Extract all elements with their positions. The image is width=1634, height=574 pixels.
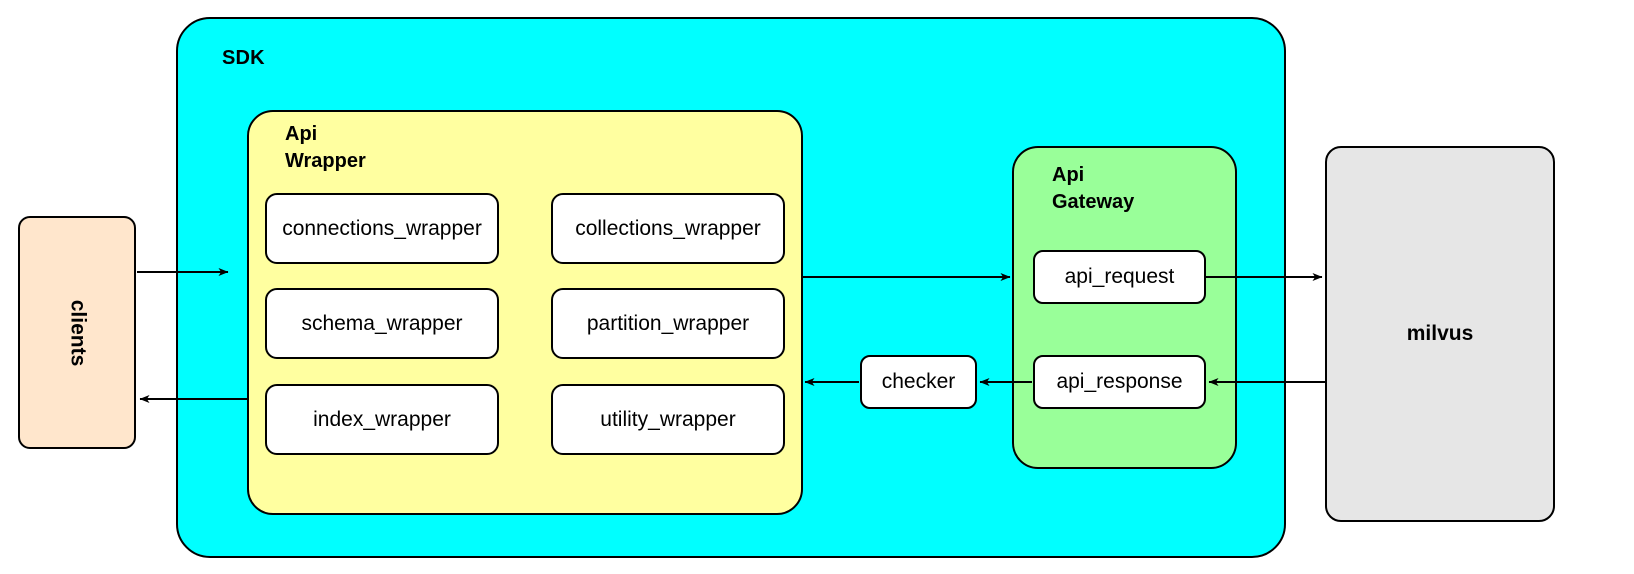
module-label: index_wrapper [313, 407, 451, 431]
module-connections-wrapper[interactable]: connections_wrapper [265, 193, 499, 264]
node-milvus[interactable]: milvus [1325, 146, 1555, 522]
module-label: connections_wrapper [282, 216, 482, 240]
api-wrapper-title: Api Wrapper [285, 121, 366, 174]
sdk-title: SDK [222, 47, 265, 69]
api-gateway-title-line2: Gateway [1052, 190, 1135, 213]
module-utility-wrapper[interactable]: utility_wrapper [551, 384, 785, 455]
module-api-response[interactable]: api_response [1033, 355, 1206, 409]
api-gateway-title: Api Gateway [1052, 162, 1134, 215]
module-schema-wrapper[interactable]: schema_wrapper [265, 288, 499, 359]
api-gateway-title-line1: Api [1052, 164, 1085, 186]
module-label: collections_wrapper [575, 216, 761, 240]
module-label: api_request [1064, 265, 1175, 288]
module-collections-wrapper[interactable]: collections_wrapper [551, 193, 785, 264]
module-checker[interactable]: checker [860, 355, 977, 409]
module-label: partition_wrapper [586, 311, 750, 335]
module-label: checker [881, 370, 956, 393]
module-label: utility_wrapper [600, 407, 736, 431]
module-label: schema_wrapper [301, 311, 463, 335]
node-clients[interactable]: clients [18, 216, 136, 449]
api-wrapper-title-line2: Wrapper [285, 149, 366, 172]
milvus-label: milvus [1406, 322, 1474, 345]
module-label: api_response [1056, 370, 1183, 393]
module-api-request[interactable]: api_request [1033, 250, 1206, 304]
module-index-wrapper[interactable]: index_wrapper [265, 384, 499, 455]
module-partition-wrapper[interactable]: partition_wrapper [551, 288, 785, 359]
api-wrapper-title-line1: Api [285, 123, 318, 145]
api-gateway-container[interactable]: Api Gateway [1012, 146, 1237, 469]
